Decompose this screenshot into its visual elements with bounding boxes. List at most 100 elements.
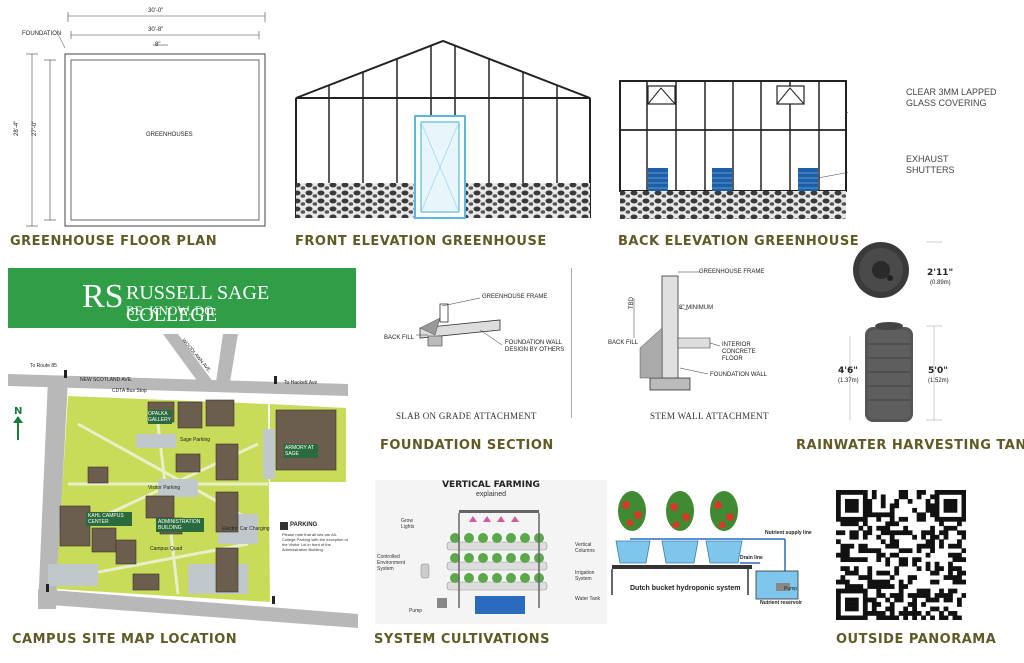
qr-module [930, 507, 935, 513]
qr-module [889, 539, 895, 545]
qr-module [939, 588, 944, 594]
qr-module [840, 521, 846, 527]
qr-module [921, 588, 926, 594]
qr-module [925, 498, 931, 504]
qr-module [853, 557, 859, 563]
map-label-cdta: CDTA Bus Stop [112, 388, 147, 394]
slab-greenhouse-frame: GREENHOUSE FRAME [482, 294, 548, 300]
qr-module [943, 530, 949, 536]
qr-module [957, 602, 962, 607]
qr-module [862, 543, 868, 549]
qr-module [876, 593, 882, 598]
qr-module [867, 530, 873, 536]
qr-module [844, 597, 850, 603]
qr-module [862, 530, 868, 536]
qr-module [903, 584, 909, 589]
qr-module [934, 503, 940, 509]
dim-left-inner: 27'-0" [32, 120, 38, 136]
qr-module [948, 525, 953, 531]
qr-module [912, 597, 917, 603]
qr-module [885, 606, 891, 612]
qr-module [880, 503, 886, 509]
qr-module [961, 503, 966, 509]
qr-module [912, 557, 917, 563]
qr-module [943, 516, 949, 522]
qr-module [930, 503, 935, 509]
qr-module [903, 530, 909, 536]
dutch-nutrient-supply: Nutrient supply line [765, 530, 812, 536]
qr-module [844, 557, 850, 563]
qr-module [889, 615, 895, 620]
qr-code[interactable] [836, 490, 966, 620]
qr-module [840, 516, 846, 522]
room-label: GREENHOUSES [146, 132, 193, 138]
qr-module [903, 557, 909, 563]
qr-module [934, 593, 940, 598]
qr-module [836, 552, 841, 558]
qr-module [894, 539, 900, 545]
qr-module [921, 512, 926, 518]
qr-module [898, 579, 904, 585]
vf-controlled-env: Controlled Environment System [377, 554, 406, 572]
stem-back-fill: BACK FILL [608, 340, 639, 346]
qr-module [943, 615, 949, 620]
qr-module [862, 602, 868, 607]
qr-module [858, 584, 864, 589]
parking-title: PARKING [290, 522, 318, 528]
stem-wall-drawing [633, 271, 721, 391]
front-elevation-caption: FRONT ELEVATION GREENHOUSE [295, 234, 547, 249]
qr-module [957, 530, 962, 536]
qr-module [844, 543, 850, 549]
qr-module [925, 543, 931, 549]
qr-module [840, 490, 846, 495]
qr-module [849, 615, 855, 620]
qr-module [858, 615, 864, 620]
qr-module [921, 615, 926, 620]
dutch-pump: Pump [784, 586, 798, 592]
qr-module [957, 539, 962, 545]
qr-module [836, 611, 841, 616]
qr-module [894, 615, 900, 620]
qr-module [840, 579, 846, 585]
qr-module [912, 593, 917, 598]
qr-module [889, 584, 895, 589]
map-label-campus-quad: Campus Quad [150, 546, 183, 552]
qr-module [849, 521, 855, 527]
vf-title: VERTICAL FARMING [442, 480, 540, 490]
qr-module [853, 516, 859, 522]
qr-module [912, 615, 917, 620]
qr-module [925, 530, 931, 536]
qr-module [840, 615, 846, 620]
qr-module [903, 615, 909, 620]
qr-module [961, 570, 966, 576]
qr-module [939, 530, 944, 536]
qr-module [853, 490, 859, 495]
qr-module [925, 611, 931, 616]
qr-module [961, 490, 966, 495]
qr-module [948, 507, 953, 513]
college-motto: BE. KNOW. DO. [126, 303, 217, 318]
qr-module [930, 570, 935, 576]
qr-module [903, 525, 909, 531]
qr-module [898, 611, 904, 616]
qr-module [858, 548, 864, 554]
back-elevation-caption: BACK ELEVATION GREENHOUSE [618, 234, 860, 249]
qr-module [876, 548, 882, 554]
qr-module [903, 494, 909, 500]
north-arrowhead-icon [13, 416, 23, 423]
qr-module [858, 490, 864, 495]
qr-module [844, 490, 850, 495]
qr-module [916, 566, 922, 571]
qr-module [844, 566, 850, 571]
qr-module [880, 539, 886, 545]
qr-module [948, 593, 953, 598]
qr-module [943, 507, 949, 513]
panorama-caption: OUTSIDE PANORAMA [836, 632, 997, 647]
map-label-admin: ADMINISTRATION BUILDING [158, 519, 201, 531]
qr-module [840, 552, 846, 558]
qr-module [925, 507, 931, 513]
qr-module [943, 534, 949, 540]
qr-module [876, 579, 882, 585]
qr-module [862, 593, 868, 598]
dutch-bucket-drawing [611, 491, 799, 600]
